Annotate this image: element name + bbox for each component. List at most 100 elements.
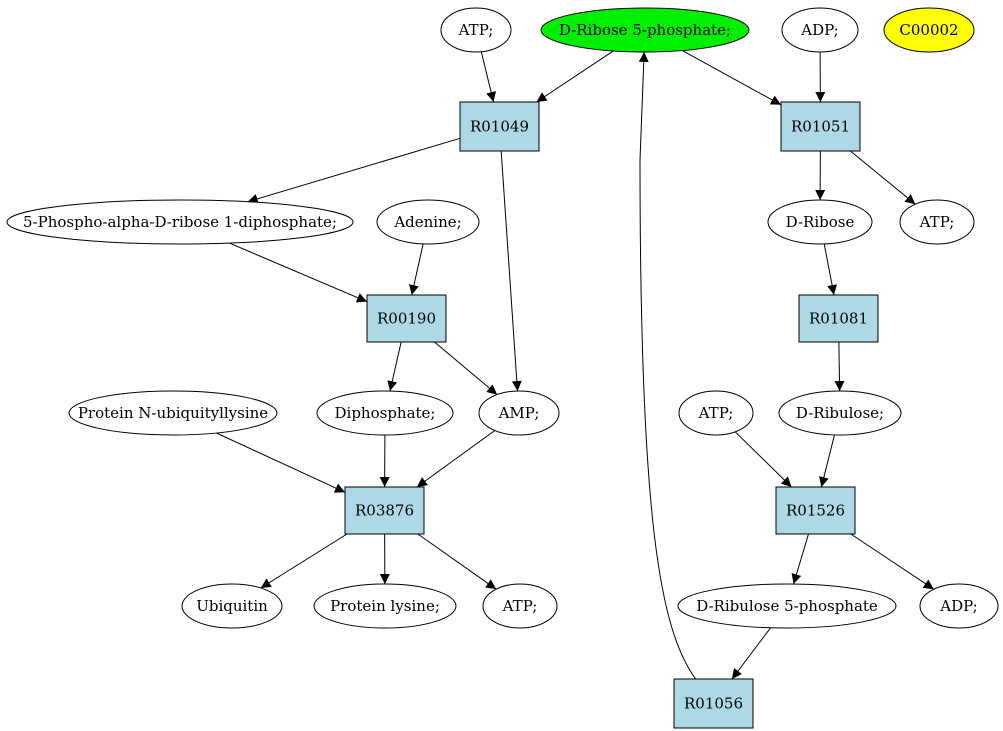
node-label: C00002	[899, 21, 958, 39]
compound-node-atp[interactable]: ATP;	[899, 199, 975, 245]
node-label: D-Ribulose;	[796, 404, 884, 422]
compound-node-d-ribulose[interactable]: D-Ribulose;	[778, 390, 902, 436]
edge-atp-to-r01526	[734, 431, 792, 488]
edge-r01526-to-d-ribulose-5-phosphate	[791, 533, 809, 585]
compound-ellipse	[781, 7, 859, 53]
reaction-node-r01081[interactable]: R01081	[798, 294, 879, 343]
edge-r01526-to-adp	[850, 533, 935, 590]
compound-node-d-ribose-5-phosphate[interactable]: D-Ribose 5-phosphate;	[540, 7, 750, 53]
compound-ellipse	[678, 390, 754, 436]
compound-node-c00002[interactable]: C00002	[883, 7, 975, 53]
node-label: AMP;	[498, 404, 540, 422]
reaction-node-r01049[interactable]: R01049	[459, 101, 540, 152]
compound-node-protein-lysine[interactable]: Protein lysine;	[313, 583, 457, 629]
node-label: D-Ribose 5-phosphate;	[559, 21, 731, 39]
reaction-box	[673, 678, 754, 729]
compound-ellipse	[899, 199, 975, 245]
edge-r00190-to-amp	[434, 341, 498, 395]
compound-node-ubiquitin[interactable]: Ubiquitin	[181, 583, 283, 629]
compound-ellipse	[883, 7, 975, 53]
compound-ellipse	[440, 7, 512, 53]
edge-d-ribose-5-phosphate-to-r01049	[536, 50, 614, 103]
edge-r03876-to-ubiquitin	[260, 533, 348, 589]
edges-layer	[216, 50, 935, 680]
reaction-box	[366, 294, 447, 343]
edge-r00190-to-diphosphate	[387, 341, 402, 392]
compound-ellipse	[313, 583, 457, 629]
compound-ellipse	[677, 583, 897, 629]
compound-node-atp[interactable]: ATP;	[482, 583, 558, 629]
node-label: D-Ribose	[786, 213, 855, 231]
compound-node-atp[interactable]: ATP;	[440, 7, 512, 53]
node-label: R01056	[684, 695, 743, 713]
node-label: 5-Phospho-alpha-D-ribose 1-diphosphate;	[23, 213, 337, 231]
compound-ellipse	[181, 583, 283, 629]
edge-protein-n-ubiquityllysine-to-r03876	[216, 432, 346, 493]
node-label: ADP;	[800, 21, 838, 39]
edge-d-ribulose-5-phosphate-to-r01056	[731, 627, 772, 680]
compound-ellipse	[6, 199, 354, 245]
compound-node-5-phospho-alpha-d-ribose-1-diphosphate[interactable]: 5-Phospho-alpha-D-ribose 1-diphosphate;	[6, 199, 354, 245]
reaction-box	[775, 486, 856, 535]
edge-r01049-to-amp	[500, 150, 522, 392]
compound-node-amp[interactable]: AMP;	[478, 390, 560, 436]
compound-ellipse	[778, 390, 902, 436]
edge-d-ribose-to-r01081	[823, 243, 838, 296]
node-label: ATP;	[919, 213, 955, 231]
compound-ellipse	[376, 199, 480, 245]
node-label: ADP;	[939, 597, 977, 615]
edge-adenine-to-r00190	[409, 243, 424, 296]
reaction-node-r00190[interactable]: R00190	[366, 294, 447, 343]
reaction-node-r01526[interactable]: R01526	[775, 486, 856, 535]
reaction-box	[459, 101, 540, 152]
node-label: ATP;	[458, 21, 494, 39]
compound-node-d-ribulose-5-phosphate[interactable]: D-Ribulose 5-phosphate	[677, 583, 897, 629]
compound-ellipse	[919, 583, 999, 629]
edge-r01049-to-5-phospho-alpha-d-ribose-1-diphosphate	[247, 137, 461, 204]
reaction-box	[798, 294, 879, 343]
edge-r01081-to-d-ribulose	[834, 341, 845, 392]
reaction-node-r01056[interactable]: R01056	[673, 678, 754, 729]
compound-node-adp[interactable]: ADP;	[781, 7, 859, 53]
node-label: Adenine;	[393, 213, 461, 231]
node-label: Protein N-ubiquityllysine	[78, 404, 268, 422]
edge-atp-to-r01049	[480, 51, 497, 103]
compound-ellipse	[482, 583, 558, 629]
edge-d-ribose-5-phosphate-to-r01051	[682, 50, 782, 106]
compound-node-atp[interactable]: ATP;	[678, 390, 754, 436]
reaction-node-r01051[interactable]: R01051	[780, 101, 861, 152]
node-label: Diphosphate;	[335, 404, 436, 422]
reaction-box	[344, 486, 425, 535]
compound-node-diphosphate[interactable]: Diphosphate;	[316, 390, 454, 436]
compound-node-protein-n-ubiquityllysine[interactable]: Protein N-ubiquityllysine	[68, 390, 278, 436]
compound-ellipse	[316, 390, 454, 436]
edge-amp-to-r03876	[416, 430, 496, 488]
edge-r03876-to-atp	[417, 533, 497, 590]
reaction-box	[780, 101, 861, 152]
reaction-node-r03876[interactable]: R03876	[344, 486, 425, 535]
compound-ellipse	[478, 390, 560, 436]
node-label: Ubiquitin	[196, 597, 268, 615]
edge-5-phospho-alpha-d-ribose-1-diphosphate-to-r00190	[229, 242, 368, 303]
compound-ellipse	[68, 390, 278, 436]
compound-ellipse	[540, 7, 750, 53]
compound-node-adenine[interactable]: Adenine;	[376, 199, 480, 245]
node-label: Protein lysine;	[330, 597, 440, 615]
node-label: R01049	[470, 118, 529, 136]
node-label: R03876	[355, 502, 414, 520]
node-label: ATP;	[502, 597, 538, 615]
node-label: ATP;	[698, 404, 734, 422]
edge-d-ribulose-to-r01526	[818, 434, 835, 488]
node-label: D-Ribulose 5-phosphate	[696, 597, 878, 615]
node-label: R01081	[809, 310, 868, 328]
edge-r01051-to-atp	[850, 150, 916, 205]
edge-r01056-to-d-ribose-5-phosphate	[638, 51, 697, 680]
nodes-layer: ATP; D-Ribose 5-phosphate; ADP; C00002R0104…	[6, 7, 999, 729]
node-label: R01526	[786, 502, 845, 520]
node-label: R00190	[377, 310, 436, 328]
compound-node-d-ribose[interactable]: D-Ribose	[767, 199, 873, 245]
compound-node-adp[interactable]: ADP;	[919, 583, 999, 629]
compound-ellipse	[767, 199, 873, 245]
node-label: R01051	[791, 118, 850, 136]
